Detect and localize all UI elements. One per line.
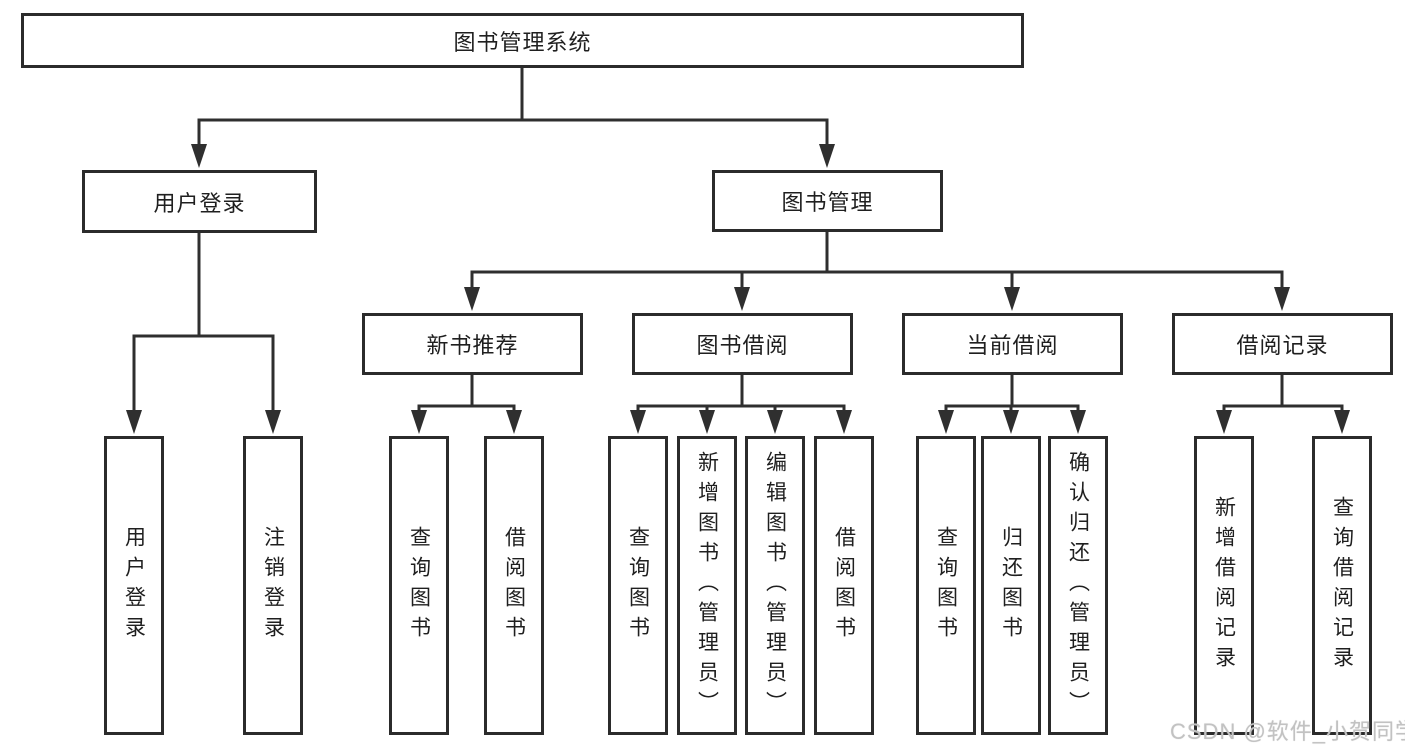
arrowhead-icon bbox=[699, 410, 715, 434]
node-leaf-query-book-1: 查询图书 bbox=[389, 436, 449, 735]
node-leaf-add-borrow-record: 新增借阅记录 bbox=[1194, 436, 1254, 735]
arrowhead-icon bbox=[191, 144, 207, 168]
node-leaf-borrow-book-2: 借阅图书 bbox=[814, 436, 874, 735]
arrowhead-icon bbox=[734, 287, 750, 311]
arrowhead-icon bbox=[126, 410, 142, 434]
node-leaf-edit-book-admin: 编辑图书（管理员） bbox=[745, 436, 805, 735]
arrowhead-icon bbox=[411, 410, 427, 434]
arrowhead-icon bbox=[1334, 410, 1350, 434]
connector-path bbox=[1222, 375, 1344, 416]
connector-path bbox=[132, 233, 275, 416]
arrowhead-icon bbox=[836, 410, 852, 434]
node-leaf-query-borrow-record: 查询借阅记录 bbox=[1312, 436, 1372, 735]
node-book-management: 图书管理 bbox=[712, 170, 943, 232]
arrowhead-icon bbox=[464, 287, 480, 311]
arrowhead-icon bbox=[1274, 287, 1290, 311]
node-borrowing-records: 借阅记录 bbox=[1172, 313, 1393, 375]
node-leaf-confirm-return: 确认归还（管理员） bbox=[1048, 436, 1108, 735]
node-leaf-borrow-book-1: 借阅图书 bbox=[484, 436, 544, 735]
arrowhead-icon bbox=[1216, 410, 1232, 434]
node-book-borrowing: 图书借阅 bbox=[632, 313, 853, 375]
arrowhead-icon bbox=[506, 410, 522, 434]
node-root: 图书管理系统 bbox=[21, 13, 1024, 68]
arrowhead-icon bbox=[630, 410, 646, 434]
node-leaf-query-book-2: 查询图书 bbox=[608, 436, 668, 735]
node-user-login: 用户登录 bbox=[82, 170, 317, 233]
node-leaf-logout: 注销登录 bbox=[243, 436, 303, 735]
node-current-borrowing: 当前借阅 bbox=[902, 313, 1123, 375]
arrowhead-icon bbox=[938, 410, 954, 434]
node-leaf-return-book: 归还图书 bbox=[981, 436, 1041, 735]
node-leaf-add-book-admin: 新增图书（管理员） bbox=[677, 436, 737, 735]
watermark: CSDN @软件_小贺同学 bbox=[1170, 719, 1405, 744]
arrowhead-icon bbox=[1070, 410, 1086, 434]
arrowhead-icon bbox=[265, 410, 281, 434]
node-leaf-user-login: 用户登录 bbox=[104, 436, 164, 735]
connector-path bbox=[470, 232, 1284, 293]
node-new-book-recommend: 新书推荐 bbox=[362, 313, 583, 375]
arrowhead-icon bbox=[767, 410, 783, 434]
arrowhead-icon bbox=[1004, 287, 1020, 311]
node-leaf-query-book-3: 查询图书 bbox=[916, 436, 976, 735]
arrowhead-icon bbox=[1003, 410, 1019, 434]
connector-path bbox=[417, 375, 516, 416]
connector-path bbox=[197, 68, 829, 150]
arrowhead-icon bbox=[819, 144, 835, 168]
